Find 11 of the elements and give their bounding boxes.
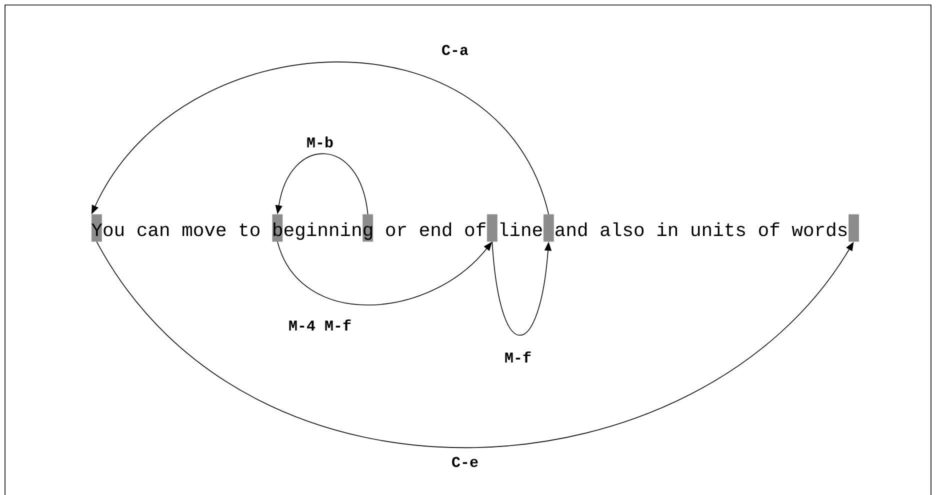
arrow <box>275 153 368 215</box>
edge-label: M-b <box>306 135 334 148</box>
arrow <box>96 241 854 448</box>
edge-label: C-a <box>440 44 470 56</box>
cursor-box <box>486 214 498 242</box>
cursor-box <box>848 214 859 242</box>
edge-label: C-e <box>450 456 480 468</box>
sentence: You can move to beginning or end of line and also in units of words <box>92 222 847 240</box>
cursor-box <box>543 214 554 242</box>
edge-label: M-4 M-f <box>288 318 352 332</box>
edge-label: M-f <box>504 350 532 364</box>
